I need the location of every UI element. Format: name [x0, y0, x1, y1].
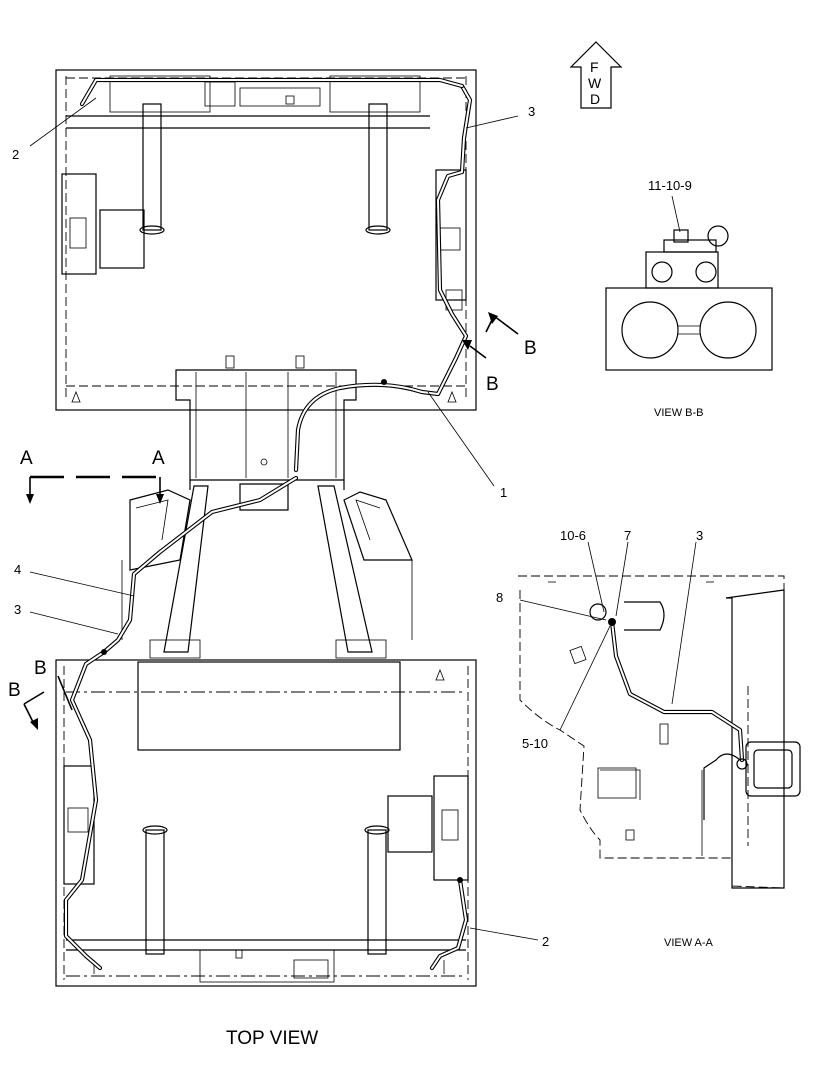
callout-2-bottom: 2 — [542, 934, 549, 949]
center-tower — [175, 355, 357, 490]
view-aa-callout-8: 8 — [496, 590, 503, 605]
upper-frame — [55, 69, 477, 411]
view-bb-detail — [605, 195, 773, 371]
callout-3-top: 3 — [528, 104, 535, 119]
section-a-left: A — [20, 448, 33, 469]
view-aa-leaders — [519, 541, 697, 731]
callout-2-top: 2 — [12, 147, 19, 162]
view-bb-caption: VIEW B-B — [654, 407, 704, 419]
lower-frame — [55, 659, 477, 987]
fwd-arrow-icon: F W D — [569, 41, 623, 109]
view-aa-callout-10-6: 10-6 — [560, 528, 586, 543]
leader-lines — [29, 97, 539, 941]
section-aa-cut-line — [26, 475, 164, 504]
section-b-lower-1: B — [34, 658, 47, 679]
view-aa-caption: VIEW A-A — [664, 937, 714, 949]
section-a-right: A — [152, 448, 165, 469]
view-aa-detail — [518, 575, 801, 889]
a-frame-boom — [121, 483, 413, 659]
hose-routing — [63, 77, 473, 971]
callout-4-left: 4 — [14, 562, 21, 577]
fwd-letter-w: W — [588, 75, 602, 91]
section-bb-upper-arrows — [462, 312, 519, 359]
view-bb-callout: 11-10-9 — [648, 178, 692, 193]
view-aa-callout-5-10: 5-10 — [522, 736, 548, 751]
view-aa-callout-7: 7 — [624, 528, 631, 543]
callout-1-hose: 1 — [500, 485, 507, 500]
callout-3-left: 3 — [14, 602, 21, 617]
section-bb-lower-arrows — [23, 675, 73, 730]
fwd-letter-d: D — [590, 91, 600, 107]
view-aa-callout-3: 3 — [696, 528, 703, 543]
section-b-upper-1: B — [524, 338, 537, 359]
section-b-upper-2: B — [486, 374, 499, 395]
main-view-title: TOP VIEW — [226, 1028, 318, 1049]
section-b-lower-2: B — [8, 680, 21, 701]
fwd-letter-f: F — [590, 59, 599, 75]
